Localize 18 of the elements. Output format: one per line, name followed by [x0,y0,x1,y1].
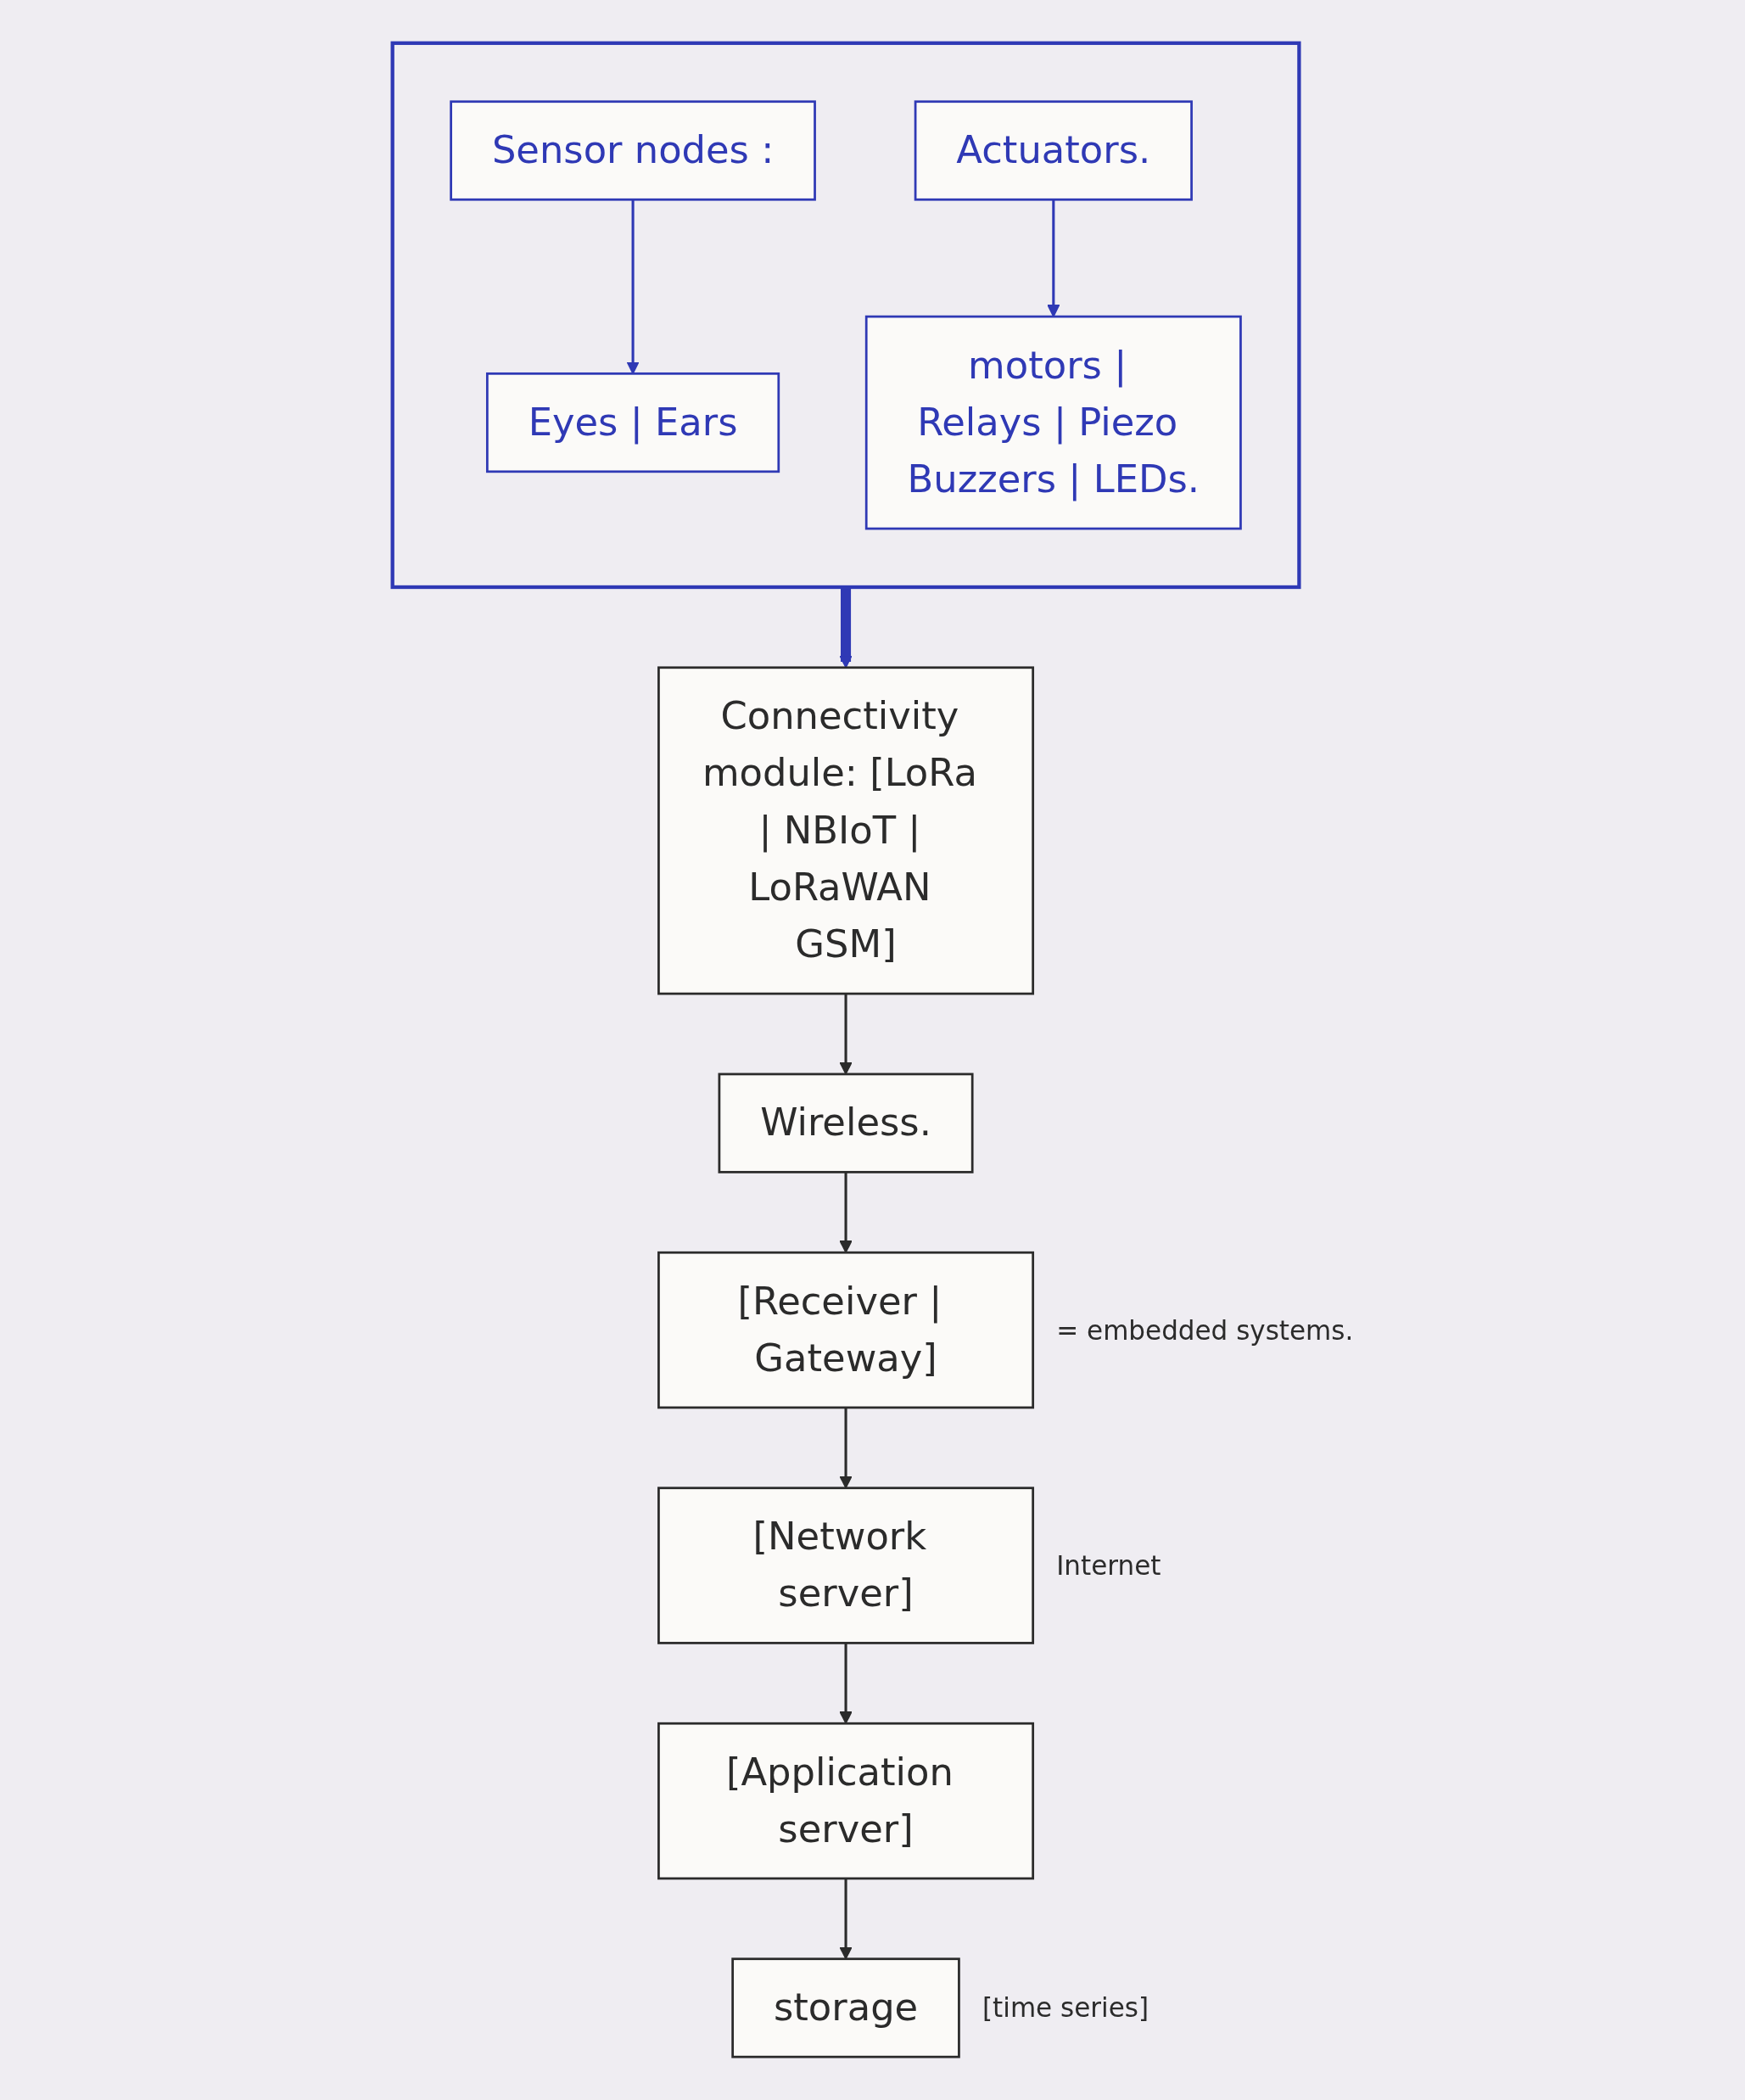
cluster [390,41,1301,590]
node-box: motors | Relays | Piezo Buzzers | LEDs. [864,315,1242,530]
side-note: = embedded systems. [1055,1314,1353,1346]
node-box: [Network server] [657,1487,1034,1644]
arrow [626,199,640,374]
side-note: [time series] [982,1992,1149,2024]
arrow [838,1643,853,1724]
node-box: [Application server] [657,1722,1034,1880]
node-box: [Receiver | Gateway] [657,1251,1034,1409]
node-box: Eyes | Ears [485,372,780,473]
arrow [838,1172,853,1253]
node-box: storage [730,1957,960,2058]
arrow [1046,199,1060,317]
node-box: Sensor nodes : [449,100,816,201]
node-box: Actuators. [914,100,1193,201]
node-box: Connectivity module: [LoRa | NBIoT | LoRaWAN GSM] [657,666,1034,995]
side-note: Internet [1055,1550,1161,1582]
node-box: Wireless. [718,1072,974,1173]
